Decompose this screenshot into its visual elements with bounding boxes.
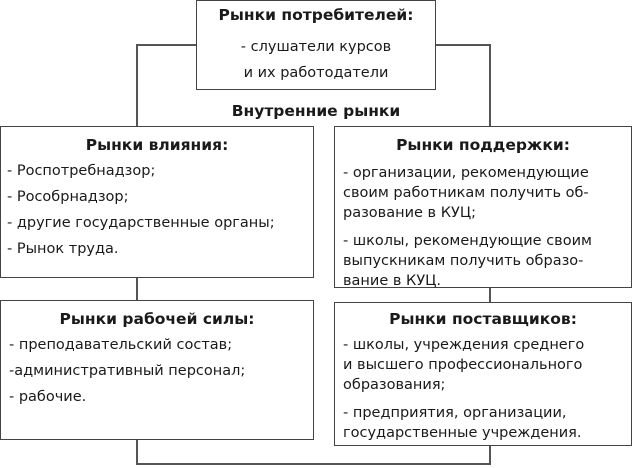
suppliers-item1-line-2: и высшего профессионального [343, 357, 583, 373]
support-item2-line-3: вание в КУЦ. [343, 273, 442, 289]
support-box: Рынки поддержки: - организации, рекоменд… [334, 126, 632, 289]
suppliers-item2-line-2: государственные учреждения. [343, 425, 582, 441]
support-title: Рынки поддержки: [396, 136, 570, 154]
influence-item-2: - Рособрнадзор; [7, 189, 129, 205]
consumers-line-1: - слушатели курсов [240, 39, 392, 55]
support-item2-line-2: выпускникам получить образо- [343, 253, 584, 269]
suppliers-item1-line-1: - школы, учреждения среднего [343, 337, 585, 353]
workforce-box: Рынки рабочей силы: - преподавательский … [0, 300, 314, 440]
consumers-title: Рынки потребителей: [218, 6, 414, 24]
connector-right-top [436, 44, 490, 46]
influence-item-3: - другие государственные органы; [7, 215, 275, 231]
connector-right-vertical [489, 44, 491, 126]
connector-left-vertical [136, 44, 138, 126]
workforce-item-3: - рабочие. [9, 389, 87, 405]
connector-bottom-right [489, 446, 491, 464]
internal-markets-label: Внутренние рынки [231, 102, 401, 120]
influence-title: Рынки влияния: [85, 136, 229, 154]
influence-item-4: - Рынок труда. [7, 241, 119, 257]
influence-item-1: - Роспотребнадзор; [7, 163, 156, 179]
suppliers-item2-line-1: - предприятия, организации, [343, 405, 567, 421]
connector-bottom-left [136, 440, 138, 464]
connector-mid-left [136, 278, 138, 300]
support-item1-line-2: своим работникам получить об- [343, 185, 589, 201]
influence-box: Рынки влияния: - Роспотребнадзор; - Росо… [0, 126, 314, 278]
workforce-item-2: -административный персонал; [9, 363, 246, 379]
support-item2-line-1: - школы, рекомендующие своим [343, 233, 592, 249]
connector-mid-right [489, 288, 491, 302]
connector-bottom [136, 463, 491, 465]
workforce-title: Рынки рабочей силы: [59, 310, 255, 328]
connector-left-top [136, 44, 196, 46]
support-item1-line-1: - организации, рекомендующие [343, 165, 589, 181]
support-item1-line-3: разование в КУЦ; [343, 205, 476, 221]
suppliers-box: Рынки поставщиков: - школы, учреждения с… [334, 302, 632, 446]
consumers-box: Рынки потребителей: - слушатели курсов и… [196, 0, 436, 90]
suppliers-title: Рынки поставщиков: [389, 310, 577, 328]
consumers-line-2: и их работодатели [243, 65, 389, 81]
workforce-item-1: - преподавательский состав; [9, 337, 233, 353]
suppliers-item1-line-3: образования; [343, 377, 446, 393]
